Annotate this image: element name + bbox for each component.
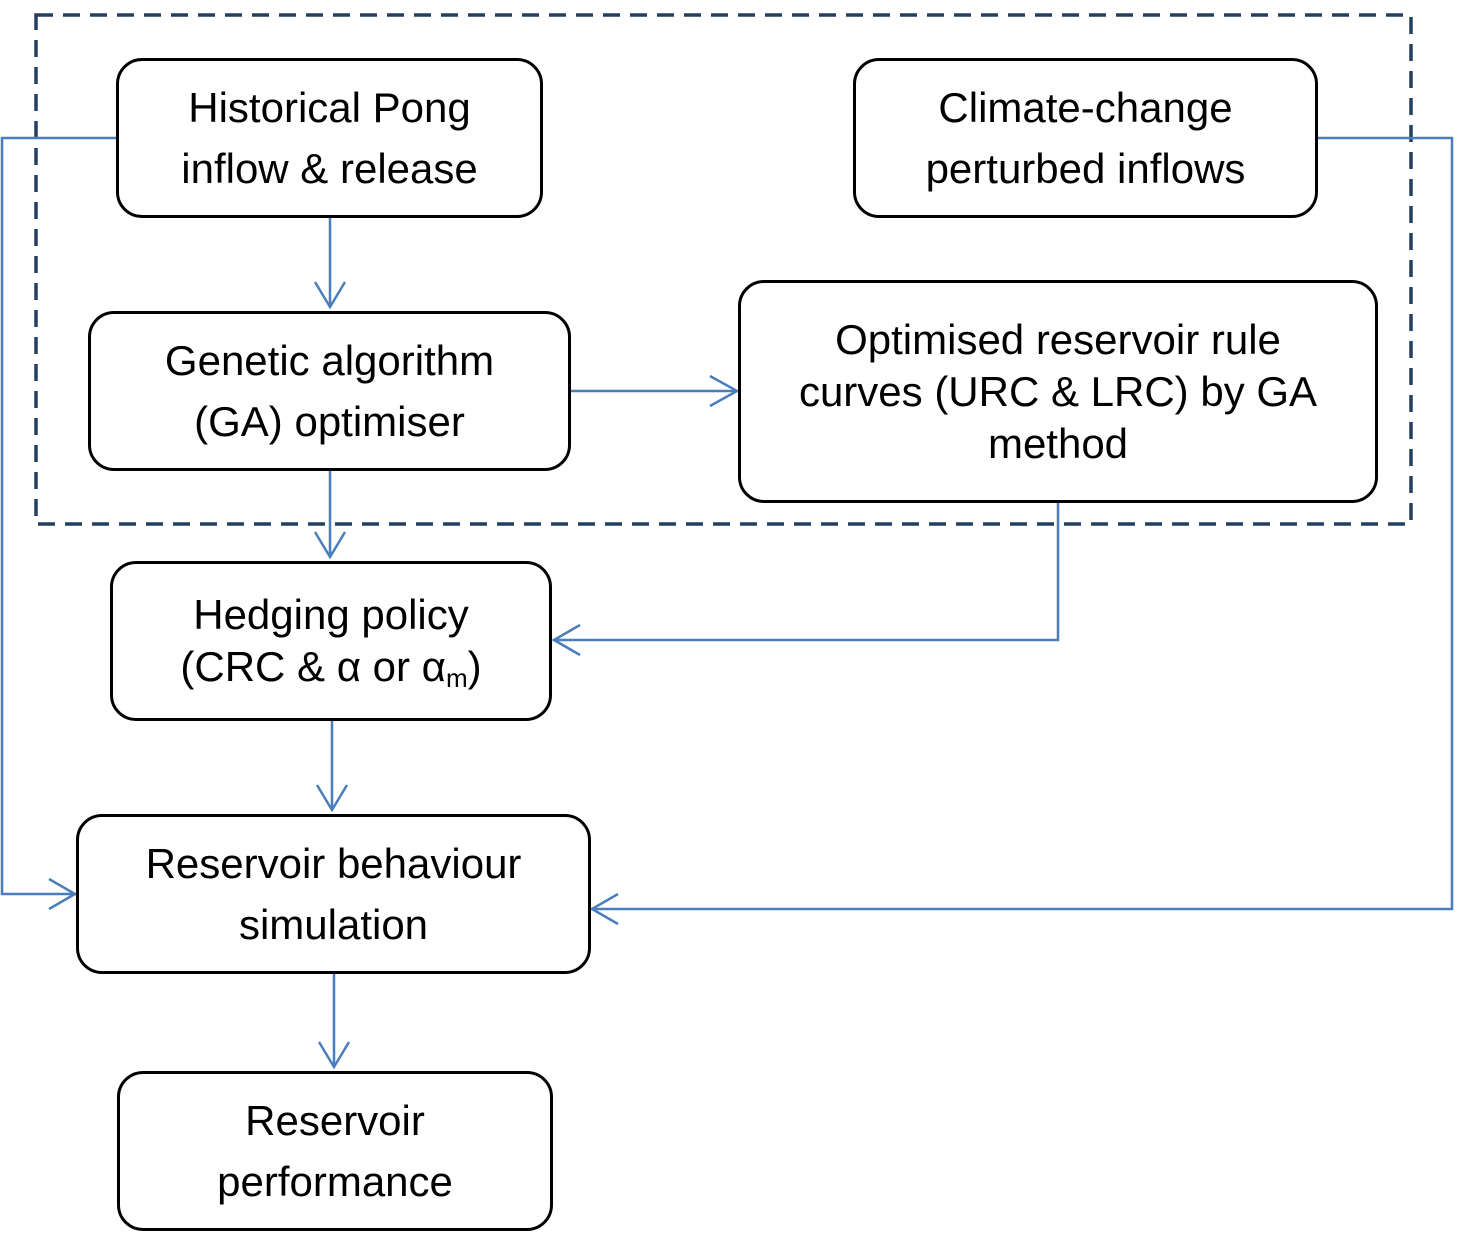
arrow-optimised-to-hedging (553, 503, 1060, 642)
arrowhead-historical-to-simulation (48, 877, 78, 911)
node-climate-line1: Climate-change (938, 84, 1233, 131)
node-reservoir-performance: Reservoir performance (117, 1071, 553, 1231)
node-hedging-line1: Hedging policy (193, 591, 469, 638)
arrowhead-ga-to-hedging (313, 531, 347, 560)
arrow-climate-to-simulation (592, 136, 1454, 911)
arrowhead-hedging-to-simulation (315, 784, 349, 813)
node-hedging-line2: (CRC & α or αm) (180, 643, 482, 693)
node-climate-line2: perturbed inflows (925, 145, 1246, 192)
node-performance-line2: performance (217, 1158, 453, 1205)
node-simulation-line1: Reservoir behaviour (145, 840, 522, 887)
node-performance-line1: Reservoir (245, 1097, 425, 1144)
node-optimised-line1: Optimised reservoir rule (835, 315, 1281, 363)
node-ga-line2: (GA) optimiser (194, 398, 465, 445)
node-optimised-line2: curves (URC & LRC) by GA (798, 367, 1318, 415)
arrowhead-ga-to-optimised (709, 374, 740, 408)
ga-group-frame (34, 13, 1413, 526)
node-historical-pong-inflow: Historical Pong inflow & release (116, 58, 543, 218)
node-genetic-algorithm: Genetic algorithm (GA) optimiser (88, 311, 571, 471)
node-climate-change-inflows: Climate-change perturbed inflows (853, 58, 1318, 218)
node-historical-line1: Historical Pong (188, 84, 471, 131)
arrow-historical-to-simulation (0, 136, 117, 896)
arrowhead-optimised-to-hedging (551, 623, 581, 657)
arrowhead-simulation-to-performance (317, 1041, 351, 1070)
node-optimised-rule-curves: Optimised reservoir rule curves (URC & L… (738, 280, 1378, 503)
node-hedging-policy: Hedging policy (CRC & α or αm) (110, 561, 552, 721)
node-simulation-line2: simulation (238, 901, 429, 948)
node-historical-line2: inflow & release (181, 145, 478, 192)
arrowhead-historical-to-ga (313, 281, 347, 310)
node-optimised-line3: method (987, 419, 1129, 467)
arrowhead-climate-to-simulation (589, 892, 619, 926)
node-reservoir-simulation: Reservoir behaviour simulation (76, 814, 591, 974)
node-ga-line1: Genetic algorithm (164, 337, 495, 384)
